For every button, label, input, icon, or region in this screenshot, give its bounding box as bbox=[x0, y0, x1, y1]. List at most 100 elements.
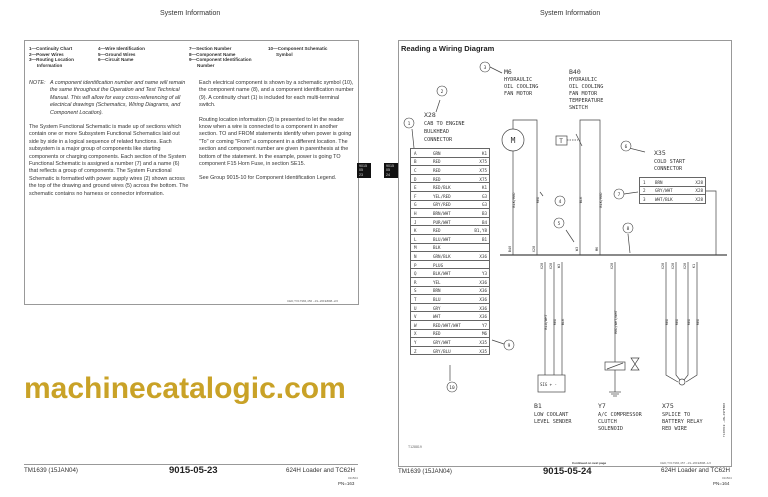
callout-9 bbox=[503, 339, 515, 351]
callout-2 bbox=[436, 85, 448, 97]
x75-name: SPLICE TO bbox=[662, 412, 690, 418]
tab-text: 05 bbox=[386, 168, 390, 173]
terminal-cell: Y bbox=[414, 339, 417, 345]
wire-color-cell: PUR/WHT bbox=[433, 219, 451, 225]
wire-color-label: RED bbox=[536, 197, 540, 204]
b1-name: LOW COOLANT bbox=[534, 412, 568, 418]
callout-arrow bbox=[623, 191, 639, 195]
reference-code: CED,TX17984,456 –19–26FEB98–2/2 bbox=[287, 299, 339, 303]
terminal-cell: J bbox=[414, 219, 417, 225]
temp-symbol-label: T bbox=[559, 138, 563, 145]
wire-dest-label: X28 bbox=[683, 263, 687, 270]
wire bbox=[665, 262, 679, 383]
paragraph: Routing location information (3) is pres… bbox=[199, 116, 352, 168]
terminal-cell: D bbox=[414, 176, 417, 182]
callout-label: 1 bbox=[408, 121, 411, 127]
legend-item: 8—Component Name bbox=[189, 51, 236, 57]
legend-item: Number bbox=[197, 62, 215, 68]
terminal-cell: R bbox=[414, 279, 417, 285]
terminal-cell: C bbox=[414, 167, 417, 173]
wire-dest-label: X28 bbox=[532, 246, 536, 253]
wire-color-cell: BRN/WHT bbox=[433, 210, 451, 216]
wire-color-cell: BRN bbox=[655, 179, 663, 185]
circuit-cell: X36 bbox=[479, 279, 487, 285]
legend-item: 9—Component Identification bbox=[189, 57, 252, 63]
circuit-cell: X75 bbox=[479, 159, 487, 165]
wire-color-cell: BLU bbox=[433, 296, 441, 302]
motor-symbol-label: M bbox=[511, 136, 516, 145]
switch-symbol bbox=[575, 133, 583, 147]
table-row: T BLU X36 bbox=[410, 295, 490, 304]
figure-id: T128819 bbox=[408, 445, 422, 449]
terminal-cell: T bbox=[414, 296, 417, 302]
callout-10 bbox=[446, 381, 458, 393]
m6-id: M6 bbox=[504, 68, 512, 76]
terminal-cell: U bbox=[414, 305, 417, 311]
tab-text: 9015 bbox=[386, 164, 394, 168]
callout-label: 8 bbox=[627, 226, 630, 232]
legend-item: 6—Circuit Name bbox=[98, 57, 134, 63]
x28-id: X28 bbox=[424, 111, 436, 119]
terminal-cell: K bbox=[414, 228, 417, 234]
sender-symbol bbox=[537, 374, 566, 393]
terminal-cell: M bbox=[414, 245, 417, 251]
note-block: NOTE: A component identification number … bbox=[29, 80, 189, 117]
wire-dest-label: X28 bbox=[671, 263, 675, 270]
m6-name: OIL COOLING bbox=[504, 84, 538, 90]
wire-color-label: RED/WHT/WHT bbox=[614, 309, 618, 334]
terminal-cell: S bbox=[414, 288, 417, 294]
footer-date-code: 011504 bbox=[722, 476, 732, 480]
circuit-cell: B1 bbox=[481, 236, 487, 242]
circuit-cell: G3 bbox=[481, 193, 487, 199]
wire-dest-label: X28 bbox=[661, 263, 665, 270]
circuit-cell: X36 bbox=[479, 253, 487, 259]
b40-id: B40 bbox=[569, 68, 581, 76]
footer-pn: PN=163 bbox=[338, 481, 355, 486]
footer-model: 624H Loader and TC62H bbox=[286, 467, 356, 474]
wire-color-cell: WHT/BLK bbox=[655, 196, 673, 202]
circuit-cell: X28 bbox=[695, 188, 703, 194]
m6-name: HYDRAULIC bbox=[504, 77, 532, 83]
wire-color-label: RED bbox=[696, 319, 700, 326]
footer-model: 624H Loader and TC62H bbox=[661, 467, 731, 474]
terminal-cell: 1 bbox=[643, 179, 646, 185]
terminal-cell: B bbox=[414, 159, 417, 165]
m6-name: FAN MOTOR bbox=[504, 91, 533, 97]
callout-arrow bbox=[411, 128, 415, 149]
sender-terminals: SIG + - bbox=[540, 382, 557, 387]
circuit-cell: B4 bbox=[481, 219, 487, 225]
right-text-column: Each electrical component is shown by a … bbox=[199, 80, 354, 183]
diagram-frame bbox=[398, 40, 732, 467]
y7-name: CLUTCH bbox=[598, 419, 617, 425]
y7-id: Y7 bbox=[598, 402, 606, 410]
wire-color-cell: BRN bbox=[433, 288, 441, 294]
callout-label: 4 bbox=[559, 199, 562, 205]
circuit-cell: X36 bbox=[479, 296, 487, 302]
wire-color-cell: GRY bbox=[433, 305, 441, 311]
callout-4 bbox=[554, 195, 566, 207]
wire-dest-label: W3 bbox=[557, 264, 561, 268]
x35-id: X35 bbox=[654, 149, 666, 157]
x28-name: CAB TO ENGINE bbox=[424, 121, 465, 127]
footer-rule bbox=[24, 464, 358, 465]
x28-name: BULKHEAD bbox=[424, 129, 449, 135]
terminal-cell: 2 bbox=[643, 188, 646, 194]
x75-id: X75 bbox=[662, 402, 674, 410]
wire-color-label: RED bbox=[675, 319, 679, 326]
wire bbox=[685, 262, 698, 383]
wire-dest-label: K1 bbox=[692, 264, 696, 268]
wire-color-cell: GRY/RED bbox=[433, 202, 451, 208]
legend-item: 3—Routing Location bbox=[29, 57, 74, 63]
x75-name: RED WIRE bbox=[662, 426, 687, 432]
terminal-cell: Q bbox=[414, 271, 417, 277]
